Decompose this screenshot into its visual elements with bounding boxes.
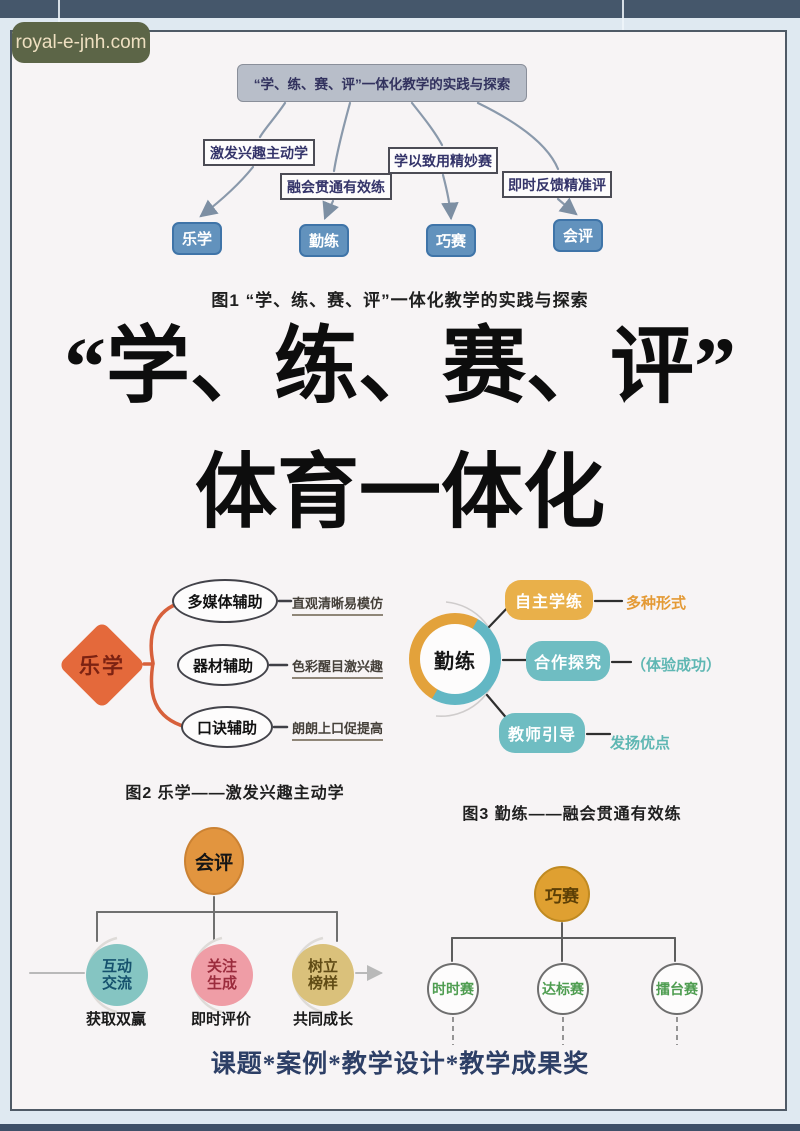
fig3-label-3: 发扬优点 — [610, 735, 671, 752]
fig3-center-label: 勤练 — [420, 624, 490, 694]
fig2-label-1: 直观清晰易模仿 — [292, 593, 384, 616]
fig3-node-cooperation: 合作探究 — [526, 641, 610, 681]
fig1-branch-evaluate: 即时反馈精准评 — [502, 171, 612, 198]
fig3-label-2: （体验成功） — [631, 657, 722, 674]
fig4-label-3: 共同成长 — [293, 1011, 354, 1028]
top-seam-line-right — [622, 0, 624, 30]
fig5-center-circle: 巧赛 — [534, 866, 590, 922]
fig1-caption: 图1 “学、练、赛、评”一体化教学的实践与探索 — [211, 291, 589, 310]
fig3-label-1: 多种形式 — [626, 595, 687, 612]
fig4-circle-interaction-line2: 交流 — [101, 975, 132, 992]
fig1-node-qiaosai: 巧赛 — [426, 224, 476, 257]
fig4-label-2: 即时评价 — [191, 1011, 252, 1028]
fig1-root-box: “学、练、赛、评”一体化教学的实践与探索 — [237, 64, 527, 102]
fig2-center-label: 乐学 — [79, 655, 125, 678]
fig4-circle-interaction: 互动 交流 — [86, 944, 148, 1006]
top-bar — [0, 0, 800, 18]
fig2-node-mnemonic: 口诀辅助 — [181, 706, 273, 748]
bottom-bar — [0, 1124, 800, 1131]
fig5-circle-arena: 擂台赛 — [651, 963, 703, 1015]
fig4-label-1: 获取双赢 — [86, 1011, 147, 1028]
fig4-circle-generation-line1: 关注 — [206, 957, 237, 975]
fig2-label-3: 朗朗上口促提高 — [292, 718, 384, 741]
top-seam-line-left — [58, 0, 60, 30]
page-sheet — [10, 30, 787, 1111]
fig2-node-multimedia: 多媒体辅助 — [172, 579, 278, 623]
fig1-branch-practice: 融会贯通有效练 — [280, 173, 392, 200]
watermark-text: royal-e-jnh.com — [15, 31, 147, 53]
fig2-label-2: 色彩醒目激兴趣 — [292, 656, 384, 679]
fig3-caption: 图3 勤练——融会贯通有效练 — [462, 806, 682, 823]
fig3-node-teacher: 教师引导 — [499, 713, 585, 753]
fig4-circle-rolemodel-line1: 树立 — [307, 957, 338, 975]
fig4-circle-rolemodel: 树立 榜样 — [292, 944, 354, 1006]
fig2-caption: 图2 乐学——激发兴趣主动学 — [125, 785, 345, 802]
fig1-node-qinlian: 勤练 — [299, 224, 349, 257]
watermark-badge: royal-e-jnh.com — [12, 22, 150, 63]
main-title-line1: “学、练、赛、评” — [63, 321, 736, 414]
fig3-center-ring: 勤练 — [409, 613, 501, 705]
fig5-circle-standard: 达标赛 — [537, 963, 589, 1015]
fig4-center-ellipse: 会评 — [184, 827, 244, 895]
fig1-branch-learn: 激发兴趣主动学 — [203, 139, 315, 166]
fig4-circle-rolemodel-line2: 榜样 — [307, 975, 338, 992]
fig5-circle-timed: 时时赛 — [427, 963, 479, 1015]
fig1-node-huiping: 会评 — [553, 219, 603, 252]
fig3-node-selfstudy: 自主学练 — [505, 580, 593, 620]
fig4-circle-generation: 关注 生成 — [191, 944, 253, 1006]
main-title-line2: 体育一体化 — [194, 447, 605, 538]
fig4-circle-interaction-line1: 互动 — [101, 957, 132, 975]
fig4-circle-generation-line2: 生成 — [206, 975, 237, 992]
fig2-node-equipment: 器材辅助 — [177, 644, 269, 686]
footer-text: 课题*案例*教学设计*教学成果奖 — [210, 1051, 590, 1078]
fig1-branch-compete: 学以致用精妙赛 — [388, 147, 498, 174]
fig1-node-lexue: 乐学 — [172, 222, 222, 255]
